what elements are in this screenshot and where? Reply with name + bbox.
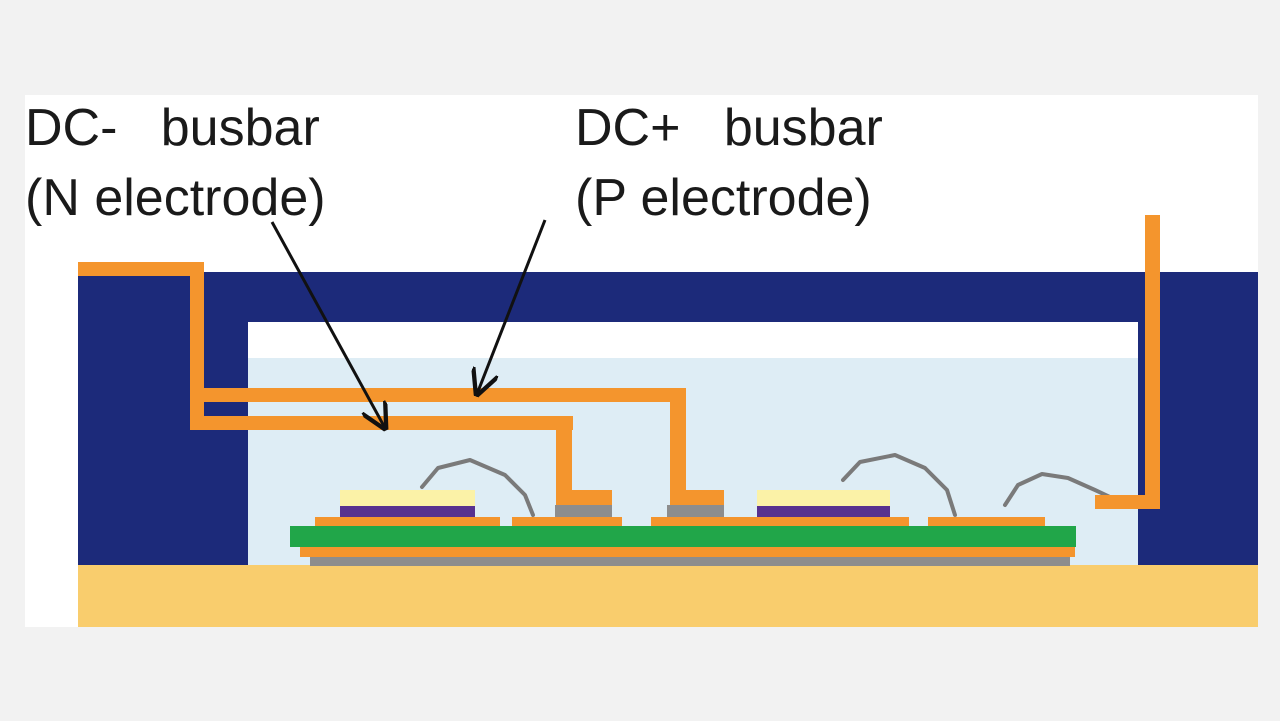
bond-wire-3 <box>1003 472 1112 507</box>
top-copper-pad-1 <box>315 517 500 526</box>
base-solder-layer <box>310 557 1070 566</box>
output-busbar-vertical <box>1145 215 1160 509</box>
output-busbar <box>1095 215 1160 509</box>
top-copper-pad-3 <box>651 517 909 526</box>
bottom-copper-layer <box>300 547 1075 557</box>
chip-right-top-metal <box>757 490 890 506</box>
semiconductor-chip-left <box>340 490 475 517</box>
semiconductor-chip-right <box>757 490 890 517</box>
dc-plus-busbar-horizontal <box>204 388 686 402</box>
dc-plus-busbar-down <box>670 388 686 496</box>
output-busbar-foot <box>1095 495 1160 509</box>
top-copper-pad-4 <box>928 517 1045 526</box>
cavity-air-gap <box>248 322 1138 358</box>
p-terminal-solder <box>667 505 724 517</box>
dc-minus-label-line1: DC- busbar <box>25 99 320 157</box>
housing-top-lid <box>78 272 1258 322</box>
bond-wire-1 <box>420 458 535 517</box>
dc-plus-leader-arrow <box>477 219 547 394</box>
bond-wire-2 <box>841 453 957 517</box>
dc-minus-busbar-down <box>556 416 572 496</box>
chip-left-die <box>340 506 475 517</box>
dc-minus-busbar-vertical <box>190 262 204 430</box>
top-copper-pad-2 <box>512 517 622 526</box>
dc-minus-busbar-foot <box>556 490 612 505</box>
dc-minus-leader-arrow <box>270 221 385 428</box>
bond-wires <box>420 453 1112 517</box>
chip-right-die <box>757 506 890 517</box>
ceramic-substrate <box>290 526 1076 547</box>
dc-minus-label-line2: (N electrode) <box>25 169 326 227</box>
dc-minus-busbar-external-tab <box>78 262 204 276</box>
n-terminal-solder <box>555 505 612 517</box>
baseplate <box>78 565 1258 627</box>
dc-plus-busbar-foot <box>670 490 724 505</box>
dc-plus-busbar <box>204 388 724 505</box>
dc-plus-label-line2: (P electrode) <box>575 169 872 227</box>
substrate-stack <box>290 517 1076 566</box>
dc-plus-label-line1: DC+ busbar <box>575 99 883 157</box>
chip-left-top-metal <box>340 490 475 506</box>
